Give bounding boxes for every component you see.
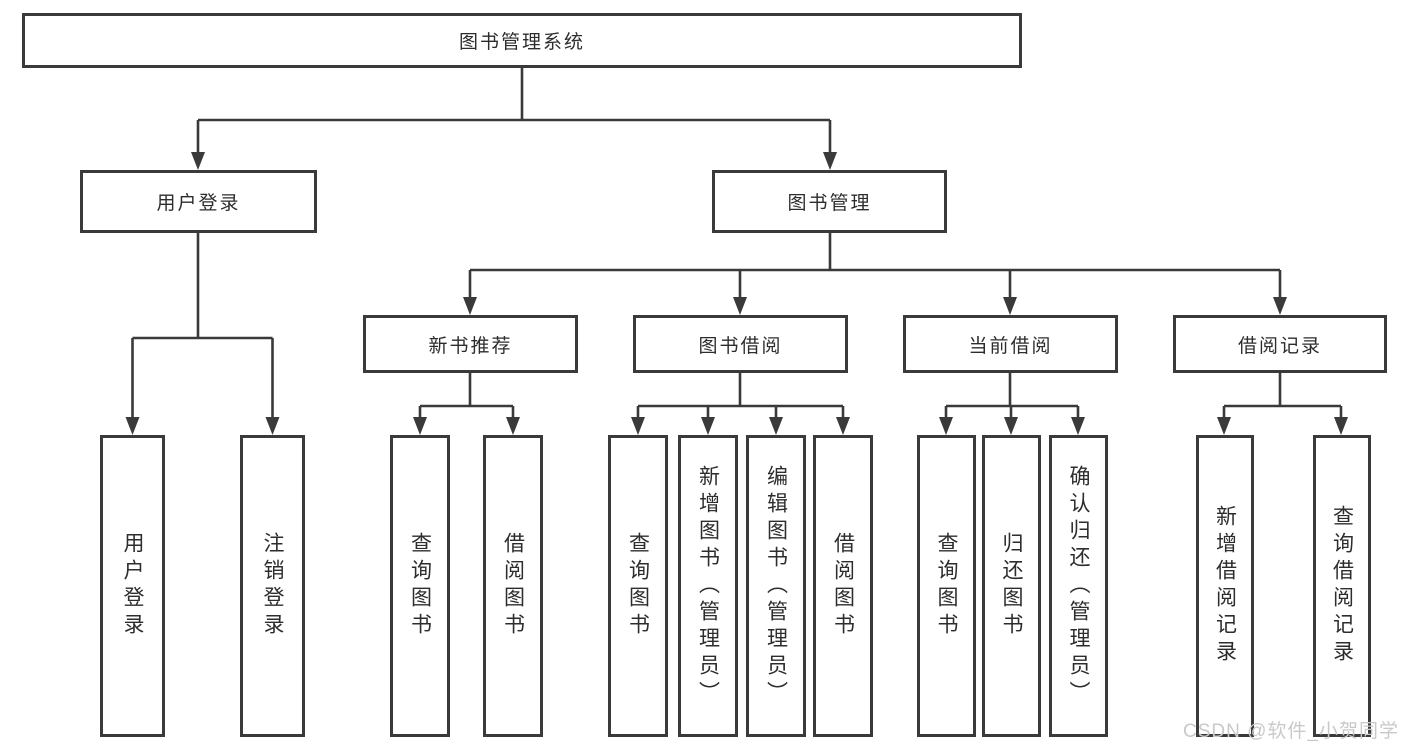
leaf-records-add-record: 新增借阅记录 bbox=[1196, 435, 1254, 737]
leaf-records-query-record: 查询借阅记录 bbox=[1313, 435, 1371, 737]
leaf-borrowing-edit-books-admin-label: 编辑图书（管理员） bbox=[764, 464, 788, 708]
node-user-login: 用户登录 bbox=[80, 170, 317, 233]
leaf-logout-login-label: 注销登录 bbox=[261, 532, 284, 640]
leaf-current-query-books: 查询图书 bbox=[917, 435, 976, 737]
leaf-records-query-record-label: 查询借阅记录 bbox=[1330, 505, 1354, 667]
leaf-current-confirm-return-admin: 确认归还（管理员） bbox=[1049, 435, 1108, 737]
leaf-current-return-books: 归还图书 bbox=[982, 435, 1041, 737]
node-book-borrowing-label: 图书借阅 bbox=[698, 335, 783, 357]
node-current-borrowing-label: 当前借阅 bbox=[968, 335, 1053, 357]
node-book-borrowing: 图书借阅 bbox=[633, 315, 848, 373]
arrowheads bbox=[125, 152, 1348, 435]
node-new-book-recommendation-label: 新书推荐 bbox=[428, 335, 513, 357]
node-library-management-system-label: 图书管理系统 bbox=[458, 32, 585, 53]
leaf-records-add-record-label: 新增借阅记录 bbox=[1213, 505, 1237, 667]
leaf-borrowing-add-books-admin-label: 新增图书（管理员） bbox=[696, 464, 720, 708]
leaf-borrowing-add-books-admin: 新增图书（管理员） bbox=[678, 435, 738, 737]
node-library-management-system: 图书管理系统 bbox=[22, 13, 1022, 68]
leaf-recommend-borrow-books-label: 借阅图书 bbox=[501, 532, 525, 640]
leaf-borrowing-query-books: 查询图书 bbox=[608, 435, 668, 737]
node-current-borrowing: 当前借阅 bbox=[903, 315, 1118, 373]
leaf-current-confirm-return-admin-label: 确认归还（管理员） bbox=[1067, 464, 1090, 708]
leaf-user-login: 用户登录 bbox=[100, 435, 165, 737]
node-borrowing-records: 借阅记录 bbox=[1173, 315, 1387, 373]
csdn-watermark: CSDN @软件_小贺同学 bbox=[1183, 721, 1399, 742]
leaf-current-return-books-label: 归还图书 bbox=[1000, 532, 1023, 640]
leaf-borrowing-query-books-label: 查询图书 bbox=[626, 532, 650, 640]
leaf-borrowing-borrow-books-label: 借阅图书 bbox=[831, 532, 855, 640]
leaf-recommend-query-books-label: 查询图书 bbox=[408, 532, 432, 640]
leaf-current-query-books-label: 查询图书 bbox=[935, 532, 958, 640]
node-user-login-label: 用户登录 bbox=[156, 193, 241, 214]
leaf-recommend-query-books: 查询图书 bbox=[390, 435, 450, 737]
leaf-borrowing-edit-books-admin: 编辑图书（管理员） bbox=[746, 435, 806, 737]
node-new-book-recommendation: 新书推荐 bbox=[363, 315, 578, 373]
node-borrowing-records-label: 借阅记录 bbox=[1237, 335, 1322, 357]
node-book-management-label: 图书管理 bbox=[787, 193, 872, 214]
leaf-borrowing-borrow-books: 借阅图书 bbox=[813, 435, 873, 737]
leaf-logout-login: 注销登录 bbox=[240, 435, 305, 737]
leaf-user-login-label: 用户登录 bbox=[121, 532, 144, 640]
leaf-recommend-borrow-books: 借阅图书 bbox=[483, 435, 543, 737]
node-book-management: 图书管理 bbox=[712, 170, 947, 233]
